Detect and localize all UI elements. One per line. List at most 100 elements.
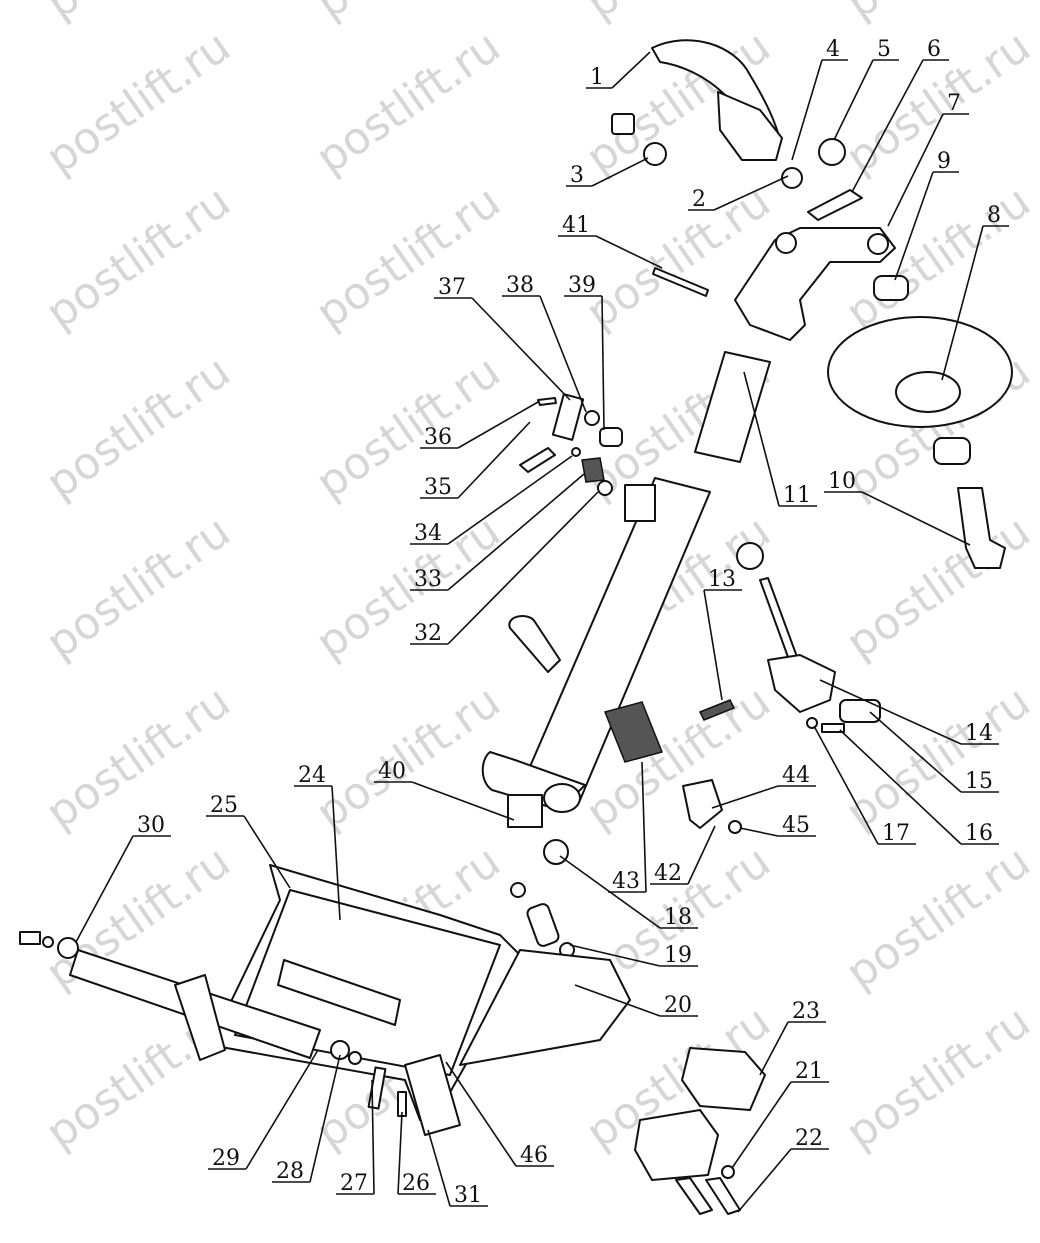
callout-leader: [457, 421, 531, 499]
callout-number: 9: [937, 149, 951, 174]
callout-7: 7: [887, 91, 969, 227]
part-38-nut: [584, 410, 600, 426]
callout-leader: [411, 781, 515, 821]
callout-28: 28: [272, 1054, 341, 1184]
callout-number: 18: [664, 905, 692, 930]
callout-14: 14: [819, 679, 999, 746]
part-base-right-arm: [459, 949, 631, 1066]
callout-number: 28: [276, 1159, 304, 1184]
callout-number: 34: [414, 521, 442, 546]
part-39-bolt: [599, 427, 623, 447]
part-31-end-plate: [404, 1054, 461, 1136]
callout-number: 23: [792, 999, 820, 1024]
callout-leader: [331, 785, 341, 921]
callout-22: 22: [737, 1126, 829, 1213]
callout-leader: [309, 1054, 341, 1183]
watermark-text: postlift.ru: [37, 176, 239, 339]
part-17-nut: [806, 717, 818, 729]
part-nut-left: [42, 936, 54, 948]
callout-leader: [743, 371, 780, 507]
part-32-washer: [597, 480, 613, 496]
part-35-handle: [519, 447, 556, 473]
callout-leader: [839, 729, 962, 845]
callout-number: 6: [927, 37, 941, 62]
part-22-bolts: [675, 1177, 741, 1215]
callout-leader: [894, 171, 934, 281]
callout-number: 3: [570, 163, 584, 188]
callout-number: 33: [414, 567, 442, 592]
callout-leader: [611, 51, 651, 89]
callout-number: 41: [562, 213, 590, 238]
callout-leader: [851, 59, 924, 193]
callout-40: 40: [374, 759, 515, 821]
callout-33: 33: [410, 473, 585, 592]
part-10-shaft: [957, 487, 1006, 569]
watermark-text: postlift.ru: [307, 21, 509, 184]
part-34-ball: [571, 447, 581, 457]
callout-number: 22: [795, 1126, 823, 1151]
callout-leader: [447, 491, 599, 645]
callout-number: 27: [340, 1171, 368, 1196]
part-16-bolt: [821, 723, 845, 733]
callout-number: 24: [298, 763, 326, 788]
callout-number: 43: [612, 869, 640, 894]
callout-31: 31: [427, 1129, 488, 1208]
callout-2: 2: [688, 175, 789, 212]
callout-number: 11: [783, 483, 811, 508]
watermark-text: postlift.ru: [37, 506, 239, 669]
part-40-lever: [507, 794, 543, 828]
callout-26: 26: [397, 1111, 436, 1196]
callout-leader: [711, 785, 779, 809]
callout-leader: [887, 113, 944, 227]
callout-1: 1: [586, 51, 651, 90]
part-ball: [736, 542, 764, 570]
callout-number: 37: [438, 275, 466, 300]
callout-leader: [759, 1021, 789, 1076]
callout-leader: [713, 175, 789, 211]
callout-30: 30: [75, 813, 171, 943]
callout-number: 39: [568, 273, 596, 298]
callout-leader: [687, 825, 716, 885]
callout-number: 19: [664, 943, 692, 968]
part-18-nut: [543, 839, 569, 865]
callout-leader: [833, 59, 874, 141]
callout-17: 17: [813, 725, 916, 846]
callout-leader: [641, 761, 647, 893]
callout-number: 20: [664, 993, 692, 1018]
callout-44: 44: [711, 763, 816, 809]
parts-drawing: [19, 39, 1013, 1215]
watermark-text: postlift.ru: [307, 176, 509, 339]
watermark-text: postlift.ru: [837, 506, 1039, 669]
callout-leader: [569, 944, 661, 967]
callout-number: 42: [654, 861, 682, 886]
callout-leader: [243, 815, 291, 889]
watermark-text: postlift.ru: [837, 836, 1039, 999]
callout-number: 35: [424, 475, 452, 500]
callout-leader: [813, 725, 879, 845]
watermark-text: postlift.ru: [307, 676, 509, 839]
part-30-washer: [57, 937, 79, 959]
part-36-pin: [537, 397, 557, 406]
callout-number: 25: [210, 793, 238, 818]
callout-number: 8: [987, 203, 1001, 228]
callout-16: 16: [839, 729, 999, 846]
part-7-hole-2: [867, 233, 889, 255]
part-washer-2: [348, 1051, 362, 1065]
callout-23: 23: [759, 999, 826, 1076]
callout-leader: [539, 295, 587, 413]
callout-4: 4: [791, 37, 848, 161]
part-column-end: [543, 783, 581, 813]
callout-45: 45: [739, 813, 816, 838]
part-23-mount-lower: [634, 1109, 719, 1181]
part-6-link-plate: [807, 189, 863, 221]
callout-46: 46: [445, 1061, 554, 1168]
callout-leader: [941, 225, 984, 381]
callout-number: 46: [520, 1143, 548, 1168]
part-column-tab: [624, 484, 656, 522]
callout-leader: [791, 59, 823, 161]
callout-number: 14: [965, 721, 993, 746]
callout-41: 41: [558, 213, 663, 269]
part-45-nut: [728, 820, 742, 834]
part-7-bracket: [734, 227, 896, 341]
callout-9: 9: [894, 149, 959, 281]
